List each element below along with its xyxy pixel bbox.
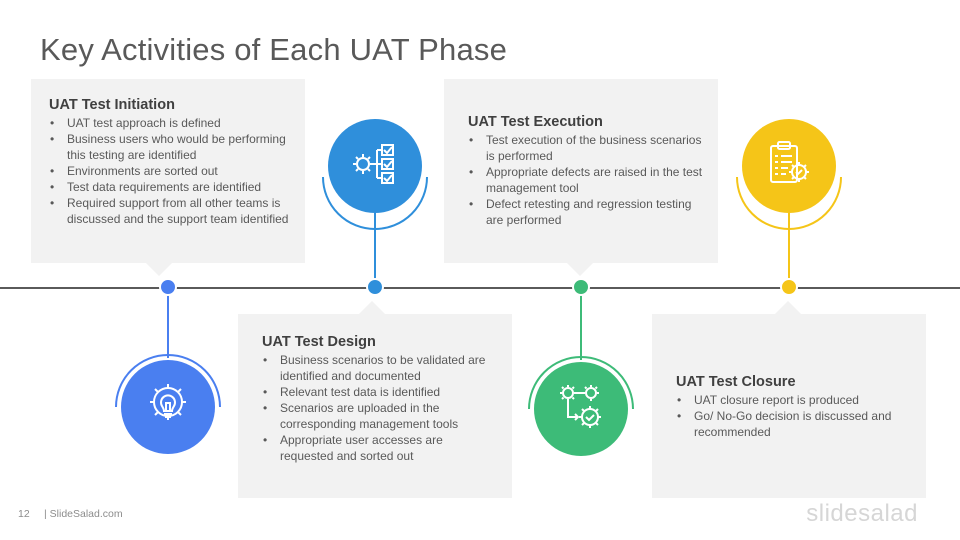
phase-design-pointer	[358, 301, 386, 315]
list-item: Test data requirements are identified	[50, 179, 291, 195]
phase-design-box: UAT Test Design Business scenarios to be…	[238, 314, 512, 498]
gear-checklist-icon	[349, 138, 401, 195]
phase-execution-heading: UAT Test Execution	[468, 114, 603, 130]
phase-execution-stem	[580, 290, 582, 360]
brand-logo: slidesalad	[806, 500, 918, 527]
phase-execution-arc	[528, 356, 634, 410]
list-item: Appropriate user accesses are requested …	[263, 432, 498, 464]
phase-closure-dot	[780, 278, 798, 296]
list-item: Business scenarios to be validated are i…	[263, 352, 498, 384]
phase-closure-heading: UAT Test Closure	[676, 374, 796, 390]
list-item: Required support from all other teams is…	[50, 195, 291, 227]
page-title: Key Activities of Each UAT Phase	[40, 32, 508, 67]
list-item: UAT closure report is produced	[677, 392, 912, 408]
timeline-line	[0, 287, 960, 289]
list-item: Go/ No-Go decision is discussed and reco…	[677, 408, 912, 440]
phase-design-dot	[366, 278, 384, 296]
list-item: Scenarios are uploaded in the correspond…	[263, 400, 498, 432]
footer-site-link[interactable]: | SlideSalad.com	[44, 508, 123, 520]
phase-design-heading: UAT Test Design	[262, 334, 376, 350]
phase-closure-pointer	[774, 301, 802, 315]
list-item: Environments are sorted out	[50, 163, 291, 179]
phase-design-list: Business scenarios to be validated are i…	[262, 352, 498, 464]
list-item: Defect retesting and regression testing …	[469, 196, 704, 228]
phase-closure-stem	[788, 213, 790, 287]
clipboard-gear-icon	[763, 138, 815, 195]
lightbulb-gear-icon	[143, 380, 193, 435]
list-item: Relevant test data is identified	[263, 384, 498, 400]
phase-initiation-stem	[167, 290, 169, 358]
phase-execution-pointer	[566, 262, 594, 276]
phase-initiation-list: UAT test approach is defined Business us…	[49, 115, 291, 227]
list-item: Business users who would be performing t…	[50, 131, 291, 163]
phase-initiation-box: UAT Test Initiation UAT test approach is…	[31, 79, 305, 263]
phase-initiation-arc	[115, 354, 221, 408]
phase-execution-dot	[572, 278, 590, 296]
phase-initiation-dot	[159, 278, 177, 296]
phase-initiation-heading: UAT Test Initiation	[49, 97, 175, 113]
list-item: Test execution of the business scenarios…	[469, 132, 704, 164]
phase-execution-box: UAT Test Execution Test execution of the…	[444, 79, 718, 263]
phase-design-icon-circle	[328, 119, 422, 213]
list-item: UAT test approach is defined	[50, 115, 291, 131]
page-number: 12	[18, 508, 30, 520]
phase-closure-list: UAT closure report is produced Go/ No-Go…	[676, 392, 912, 440]
phase-closure-box: UAT Test Closure UAT closure report is p…	[652, 314, 926, 498]
phase-closure-icon-circle	[742, 119, 836, 213]
phase-initiation-pointer	[145, 262, 173, 276]
phase-execution-list: Test execution of the business scenarios…	[468, 132, 704, 228]
phase-design-stem	[374, 213, 376, 287]
list-item: Appropriate defects are raised in the te…	[469, 164, 704, 196]
gears-flow-icon	[555, 381, 607, 438]
phase-execution-icon-circle	[534, 362, 628, 456]
phase-initiation-icon-circle	[121, 360, 215, 454]
